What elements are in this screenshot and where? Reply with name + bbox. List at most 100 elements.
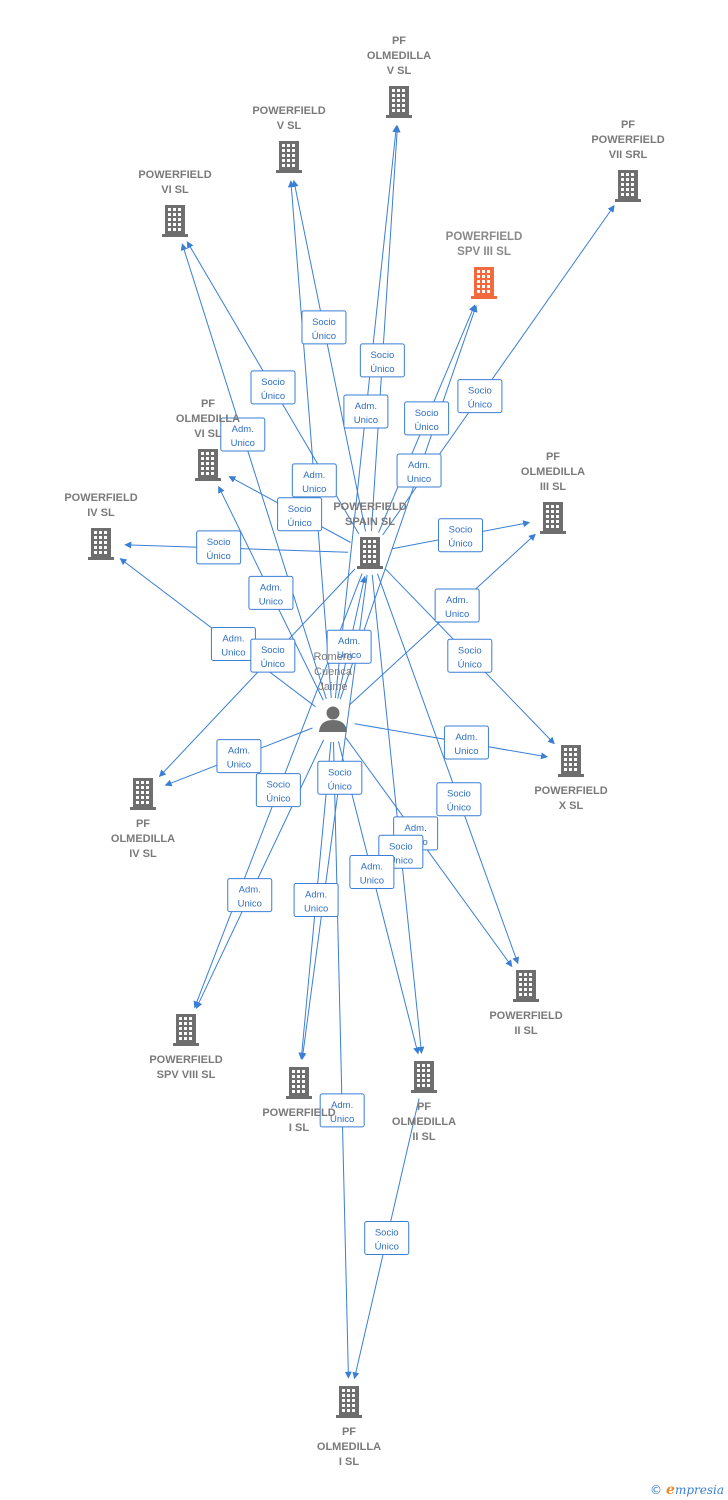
edge-label-text: Socio [312, 317, 336, 328]
edge-label-adm[interactable]: Adm. Unico [434, 588, 480, 623]
company-name-line: PF [621, 119, 635, 131]
edge-label-text: Único [375, 1242, 399, 1253]
edge-label-adm[interactable]: Adm.Unico [227, 878, 273, 913]
edge-label-adm[interactable]: Adm.Unico [319, 1093, 365, 1128]
edge-label-text: Único [261, 391, 285, 402]
edge-label-adm[interactable]: Adm.Unico [248, 575, 294, 610]
company-name-line: VI SL [161, 184, 189, 196]
edge-label-adm[interactable]: Adm.Unico [216, 739, 262, 774]
edge-powerfield_spain-to-pf_olmedilla_v [370, 125, 401, 532]
edge-label-adm[interactable]: Adm.Unico [210, 626, 256, 661]
company-name-line: IV SL [87, 507, 115, 519]
edge-romero-to-powerfield_v [287, 180, 332, 699]
edge-label-text: Unico [337, 650, 361, 661]
edge-romero-to-powerfield_spv_viii [195, 739, 325, 1009]
edge-label-text: Adm. [331, 1100, 353, 1111]
building-icon [540, 502, 566, 534]
edge-label-text: Socio [207, 537, 231, 548]
edge-label-text: Socio [447, 789, 471, 800]
edge-label-text: Único [468, 400, 492, 411]
edge-label-text: Socio [328, 767, 352, 778]
edge-label-text: Socio [415, 408, 439, 419]
edge-label-text: Socio [288, 504, 312, 515]
company-name-line: V SL [277, 120, 302, 132]
building-icon [357, 537, 383, 569]
edge-label-adm[interactable]: Adm.Unico [343, 394, 389, 429]
edge-label-text: Socio [389, 841, 413, 852]
company-name-line: PF [546, 451, 560, 463]
building-icon [88, 528, 114, 560]
company-name-line: PF [201, 398, 215, 410]
edge-label-adm[interactable]: Adm.Unico [291, 463, 337, 498]
edge-label-text: Unico [302, 484, 326, 495]
edge-label-text: Adm. [232, 424, 254, 435]
edge-label-adm[interactable]: Adm.Unico [443, 725, 489, 760]
edge-label-adm[interactable]: Adm.Unico [396, 453, 442, 488]
company-name-line: POWERFIELD [262, 1107, 335, 1119]
edge-label-adm[interactable]: Adm.Unico [220, 417, 266, 452]
edge-label-text: Socio [468, 386, 492, 397]
company-name-line: PF [136, 818, 150, 830]
copyright-symbol: © [650, 1483, 663, 1497]
brand-footer: ©empresia [650, 1482, 724, 1498]
person-icon [319, 706, 347, 732]
edge-label-text: Adm. [405, 823, 427, 834]
company-name-line: POWERFIELD [591, 134, 664, 146]
company-name-line: OLMEDILLA [111, 833, 175, 845]
edge-label-text: Único [261, 659, 285, 670]
edge-label-adm[interactable]: Adm.Unico [349, 855, 395, 890]
building-icon [513, 970, 539, 1002]
edge-label-text: Único [370, 364, 394, 375]
edge-label-text: Unico [360, 876, 384, 887]
edge-label-adm[interactable]: Adm.Unico [293, 883, 339, 918]
edge-label-text: Único [328, 781, 352, 792]
edge-label-text: Único [312, 331, 336, 342]
edge-label-text: Único [458, 659, 482, 670]
edge-label-text: Único [287, 518, 311, 529]
edge-label-text: Unico [407, 474, 431, 485]
edge-label-text: Único [447, 803, 471, 814]
building-icon [471, 267, 497, 299]
building-icon [286, 1067, 312, 1099]
edge-label-text: Adm. [446, 595, 468, 606]
company-name-line: POWERFIELD [333, 501, 406, 513]
edge-label-adm[interactable]: Adm.Unico [326, 629, 372, 664]
edge-label-text: Unico [259, 596, 283, 607]
edge-powerfield_spain-to-pf_olmedilla_iv [158, 568, 356, 778]
company-node-pf-powerfield-vii[interactable]: PF POWERFIELD VII SRL [591, 119, 665, 202]
edge-label-text: Unico [445, 609, 469, 620]
company-name-line: II SL [412, 1131, 436, 1143]
company-name-line: VII SRL [609, 149, 648, 161]
